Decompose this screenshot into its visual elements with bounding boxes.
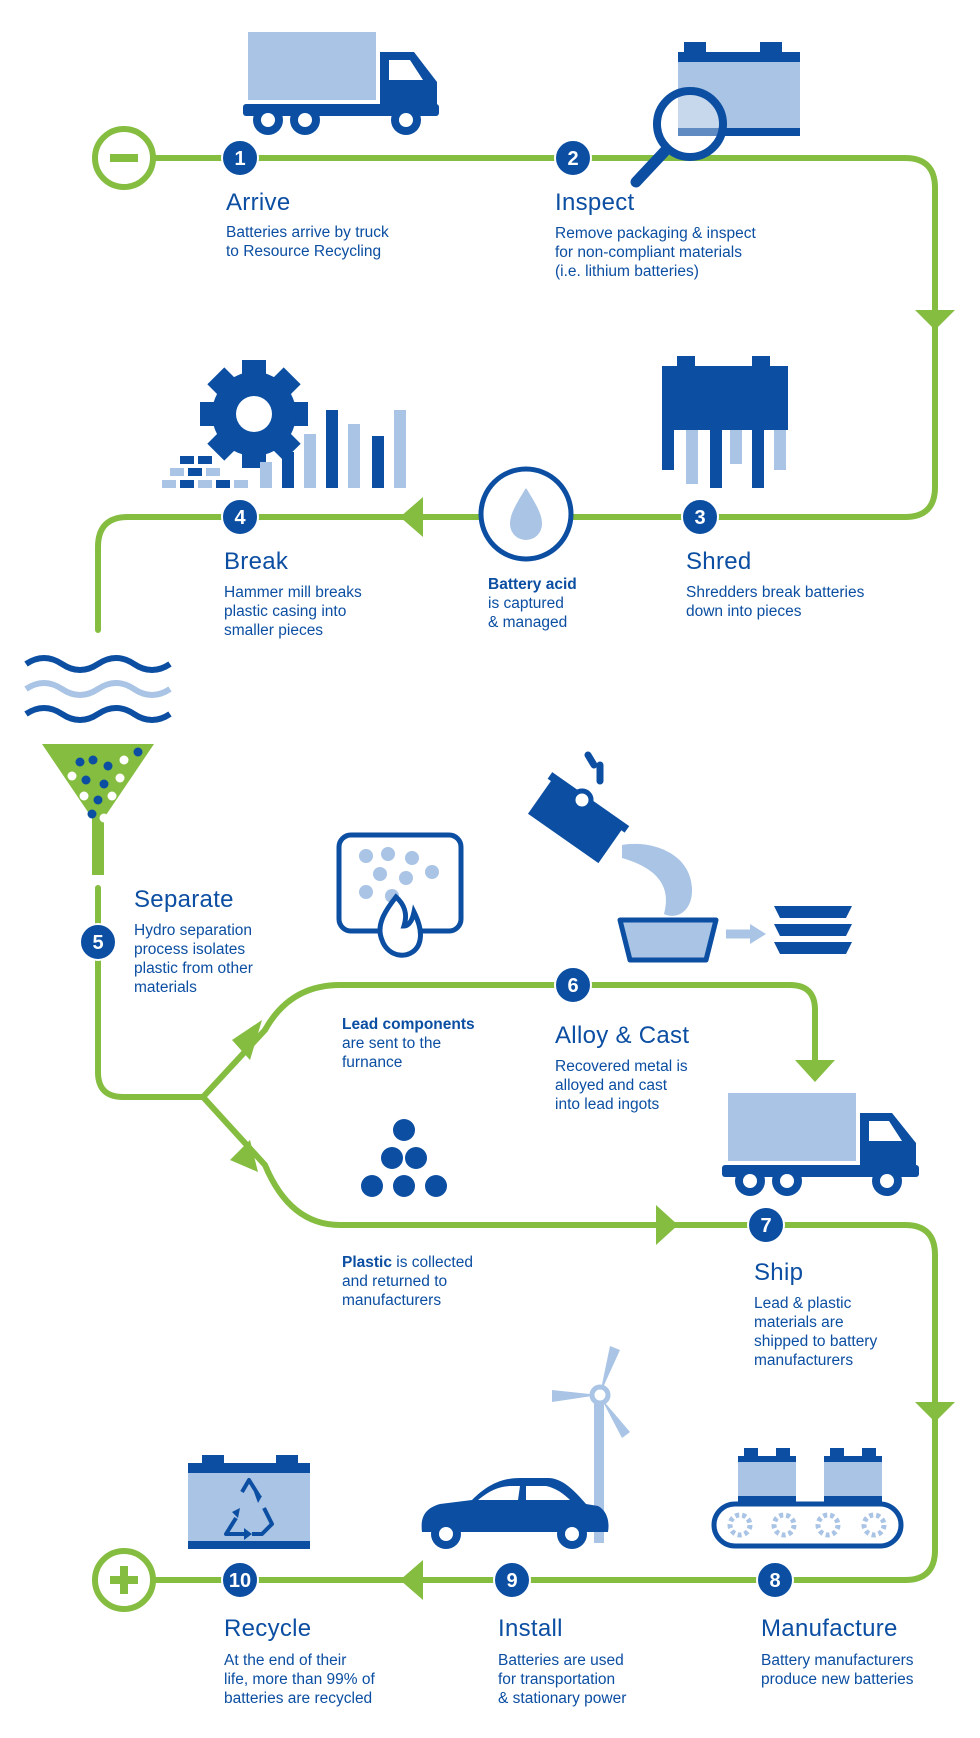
pellets-icon [361, 1119, 447, 1197]
truck-icon [243, 32, 439, 135]
step-9-marker: 9 [493, 1561, 531, 1599]
step-title: Shred [686, 548, 752, 575]
step-2-marker: 2 [554, 139, 592, 177]
particles [67, 747, 143, 823]
recycle-symbol [224, 1478, 274, 1536]
step-number: 3 [694, 507, 705, 529]
recycle-battery-icon [188, 1455, 310, 1549]
chip-pieces [162, 456, 248, 488]
shredder-icon [662, 356, 788, 488]
step-title: Install [498, 1615, 563, 1642]
step-number: 7 [760, 1215, 771, 1237]
step-number: 4 [234, 507, 246, 529]
truck-icon [722, 1093, 919, 1196]
arrow-up-lead-branch [232, 1020, 262, 1060]
step-4-marker: 4 [221, 498, 259, 536]
step-number: 2 [567, 148, 578, 170]
step-title: Ship [754, 1259, 804, 1286]
arrow-down-right-1 [915, 310, 955, 330]
arrow-left-step-4 [400, 497, 423, 537]
arrow-left-step-10 [400, 1560, 423, 1600]
step-number: 1 [234, 148, 245, 170]
flow-arrows [230, 310, 955, 1600]
process-flow-line [95, 155, 938, 1583]
step-number: 9 [506, 1570, 517, 1592]
step-title: Separate [134, 886, 234, 913]
step-number: 10 [229, 1570, 251, 1592]
water-funnel-icon [24, 655, 172, 875]
step-title: Inspect [555, 189, 635, 216]
gear-bars-icon [162, 360, 406, 488]
step-number: 8 [769, 1570, 780, 1592]
step-6-marker: 6 [554, 966, 592, 1004]
droplet-icon [478, 466, 574, 562]
step-number: 6 [567, 975, 578, 997]
car-turbine-icon [421, 1346, 630, 1549]
plastic-note: Plastic is collected and returned to man… [342, 1254, 473, 1309]
step-title: Alloy & Cast [555, 1022, 690, 1049]
minus-icon [92, 126, 156, 190]
step-3-marker: 3 [681, 498, 719, 536]
plus-icon [92, 1548, 156, 1612]
step-8-marker: 8 [756, 1561, 794, 1599]
furnace-icon [336, 832, 464, 958]
ladle-ingots-icon [527, 751, 852, 963]
step-title: Recycle [224, 1615, 312, 1642]
acid-note: Battery acid is captured & managed [488, 576, 577, 631]
step-1-marker: 1 [221, 139, 259, 177]
step-5-marker: 5 [79, 923, 117, 961]
step-title: Break [224, 548, 289, 575]
step-markers: 1 2 3 4 5 6 7 8 9 10 [79, 139, 794, 1599]
step-10-marker: 10 [221, 1561, 259, 1599]
step-number: 5 [92, 932, 103, 954]
arrow-right-plastic [656, 1205, 678, 1245]
lead-note: Lead components are sent to the furnance [342, 1016, 475, 1071]
step-7-marker: 7 [747, 1206, 785, 1244]
arrow-down-plastic-branch [230, 1140, 258, 1172]
magnifier-battery-icon [630, 42, 800, 188]
arrow-down-right-2 [915, 1402, 955, 1422]
step-title: Manufacture [761, 1615, 898, 1642]
step-title: Arrive [226, 189, 291, 216]
conveyor-icon [711, 1448, 904, 1549]
arrow-down-lead-to-truck [795, 1060, 835, 1082]
bar-pieces [260, 410, 406, 488]
